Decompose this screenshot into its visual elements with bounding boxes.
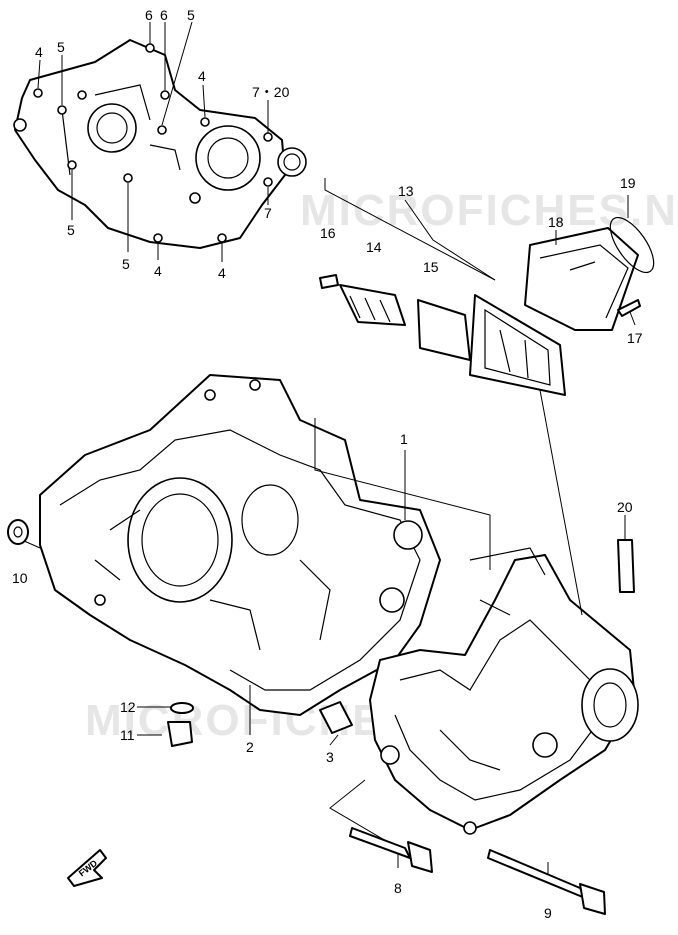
inset-leaders [37,21,269,262]
callout-9: 9 [544,905,552,921]
callout-5-c: 5 [67,222,75,238]
callout-3: 3 [326,749,334,765]
clamp-19 [609,216,655,274]
callout-4-d: 4 [218,265,226,281]
crankcase-left-half [39,374,441,716]
callout-6-b: 6 [160,7,168,23]
inset-crankcase-view [13,39,307,249]
callout-5-a: 5 [57,39,65,55]
crankcase-right-half [369,547,639,835]
callout-4-a: 4 [35,44,43,60]
callout-5-b: 5 [187,7,195,23]
reed-stopper-15 [417,299,471,361]
callout-16: 16 [320,225,336,241]
main-leaders [21,389,626,878]
dowel-pin-3 [319,701,353,734]
gasket-12 [170,702,194,714]
reed-plate-14 [339,284,406,326]
callout-19: 19 [620,175,636,191]
callout-11: 11 [120,727,135,743]
nut-10 [7,519,29,545]
intake-pipe-group [524,195,655,331]
callout-4-b: 4 [198,68,206,84]
callout-10: 10 [12,570,28,586]
pin-20 [617,539,635,593]
bolt-9 [487,849,606,915]
callout-7-20: 7・20 [252,84,290,100]
callout-6-a: 6 [145,7,153,23]
callout-4-c: 4 [154,263,162,279]
callout-15: 15 [423,259,439,275]
callout-17: 17 [627,330,643,346]
callout-18: 18 [548,214,564,230]
callout-labels: 4 5 6 6 5 4 7・20 7 5 5 4 4 13 16 14 15 1… [12,7,643,921]
reed-valve-assembly [319,178,566,396]
callout-14: 14 [366,239,382,255]
fwd-arrow-icon: FWD [67,849,107,887]
callout-1: 1 [400,431,408,447]
callout-7-a: 7 [264,205,272,221]
callout-8: 8 [394,880,402,896]
callout-20: 20 [617,499,633,515]
callout-5-d: 5 [122,256,130,272]
callout-12: 12 [120,699,136,715]
watermark-top: MICROFICHES.NET [300,186,678,235]
drain-plug-11 [167,702,194,747]
bolt-17 [617,299,641,317]
callout-13: 13 [398,183,414,199]
bolt-8 [349,827,433,873]
screw-16 [319,274,339,289]
callout-2: 2 [246,739,254,755]
